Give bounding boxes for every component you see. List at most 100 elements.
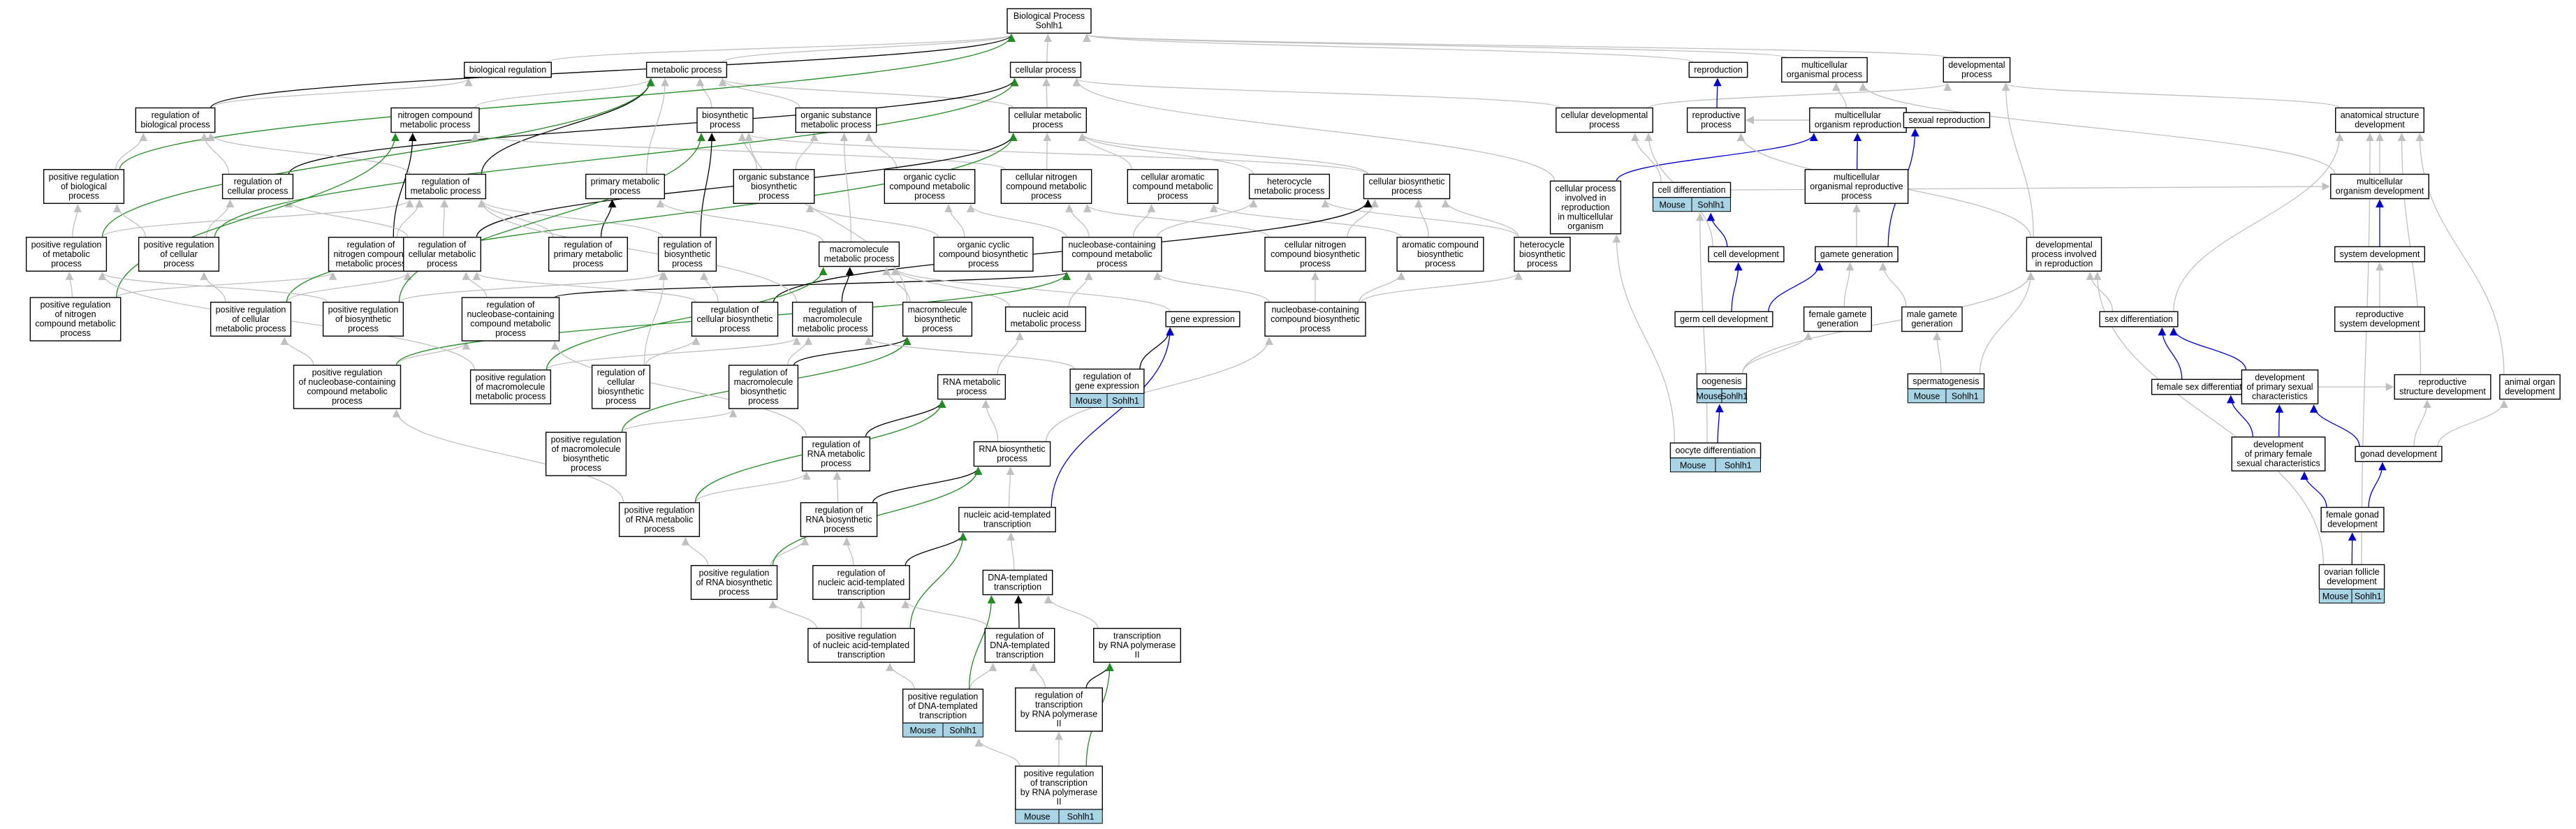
go-term-node[interactable]: gonad development <box>2355 446 2443 462</box>
go-term-node[interactable]: metabolic process <box>645 61 728 78</box>
go-term-node[interactable]: system development <box>2334 246 2426 263</box>
annotation-gene-cell[interactable] <box>1715 457 1762 473</box>
go-term-node[interactable]: sexual reproduction <box>1903 112 1991 129</box>
annotation-gene-cell[interactable] <box>1058 809 1103 824</box>
go-term-node[interactable]: female sex differentiation <box>2151 379 2260 395</box>
go-term-node[interactable]: regulation ofmacromoleculebiosyntheticpr… <box>728 365 799 409</box>
go-term-node[interactable]: regulation ofnucleobase-containingcompou… <box>461 297 560 342</box>
go-term-node[interactable]: sex differentiation <box>2099 311 2179 328</box>
go-term-node[interactable]: cellular process <box>1009 61 1082 78</box>
annotation-gene-cell[interactable] <box>1945 388 1985 404</box>
go-term-node[interactable]: germ cell development <box>1674 311 1773 328</box>
go-term-node[interactable]: cell development <box>1708 246 1785 263</box>
annotation-gene-cell[interactable] <box>2351 589 2385 603</box>
go-term-node[interactable]: gene expression <box>1165 311 1241 328</box>
annotation-gene-cell[interactable] <box>1721 388 1747 404</box>
go-term-node[interactable]: biological regulation <box>464 61 552 78</box>
annotation-gene-cell[interactable] <box>1106 393 1145 408</box>
go-term-node[interactable]: reproduction <box>1688 61 1748 78</box>
annotation-gene-cell[interactable] <box>1691 197 1732 212</box>
annotation-gene-cell[interactable] <box>942 722 983 738</box>
go-term-node[interactable]: gamete generation <box>1815 246 1898 263</box>
